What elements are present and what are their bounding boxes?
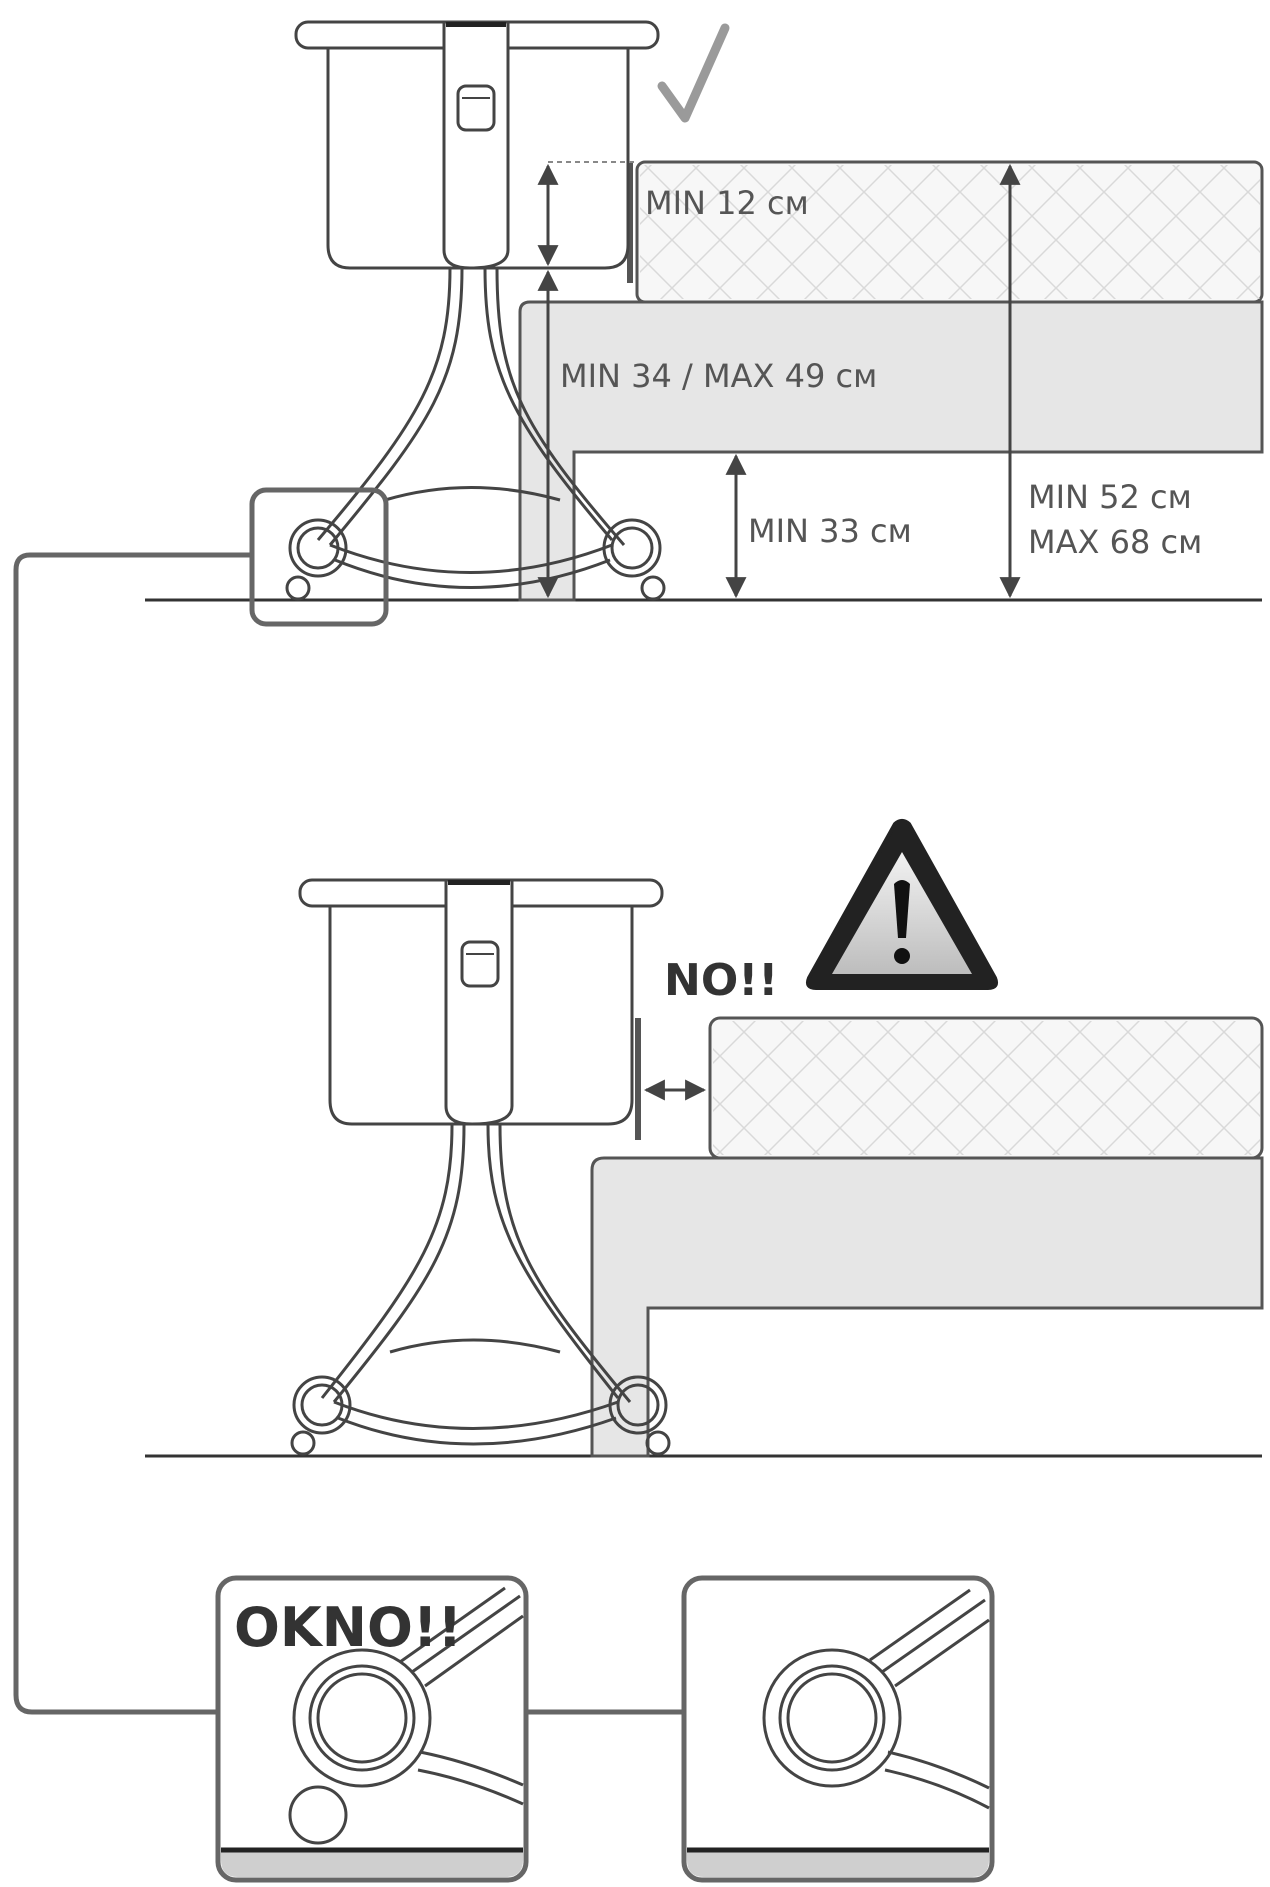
wheel-detail-correct-box [681,1575,995,1883]
bed-frame-top [518,300,1264,602]
crib-base-middle [290,1124,671,1456]
crib-latch-icon-middle [460,940,500,988]
crib-basket-top [294,20,660,270]
correct-installation-scene: MIN 12 см MIN 34 / MAX 49 см MIN 33 см M… [145,20,1264,627]
crib-latch-icon [456,84,496,132]
crib-base-top [285,267,666,601]
label-max-68: MAX 68 см [1028,523,1202,561]
label-min-52: MIN 52 см [1028,478,1192,516]
label-no: NO!! [664,955,778,1006]
label-min-12: MIN 12 см [645,184,809,222]
dimension-arrows-top [537,163,1021,599]
label-okno: OKNO!! [234,1596,462,1659]
label-min-33: MIN 33 см [748,512,912,550]
callout-connector-line [13,552,684,1715]
bed-frame-middle [590,1156,1264,1458]
crib-basket-middle [298,878,664,1126]
wheel-detail-ok-box: OKNO!! [215,1575,529,1883]
label-min-34-max-49: MIN 34 / MAX 49 см [560,357,877,395]
warning-triangle-icon [805,819,999,990]
wrong-installation-scene: NO!! [145,819,1264,1458]
check-mark-icon [657,23,730,123]
